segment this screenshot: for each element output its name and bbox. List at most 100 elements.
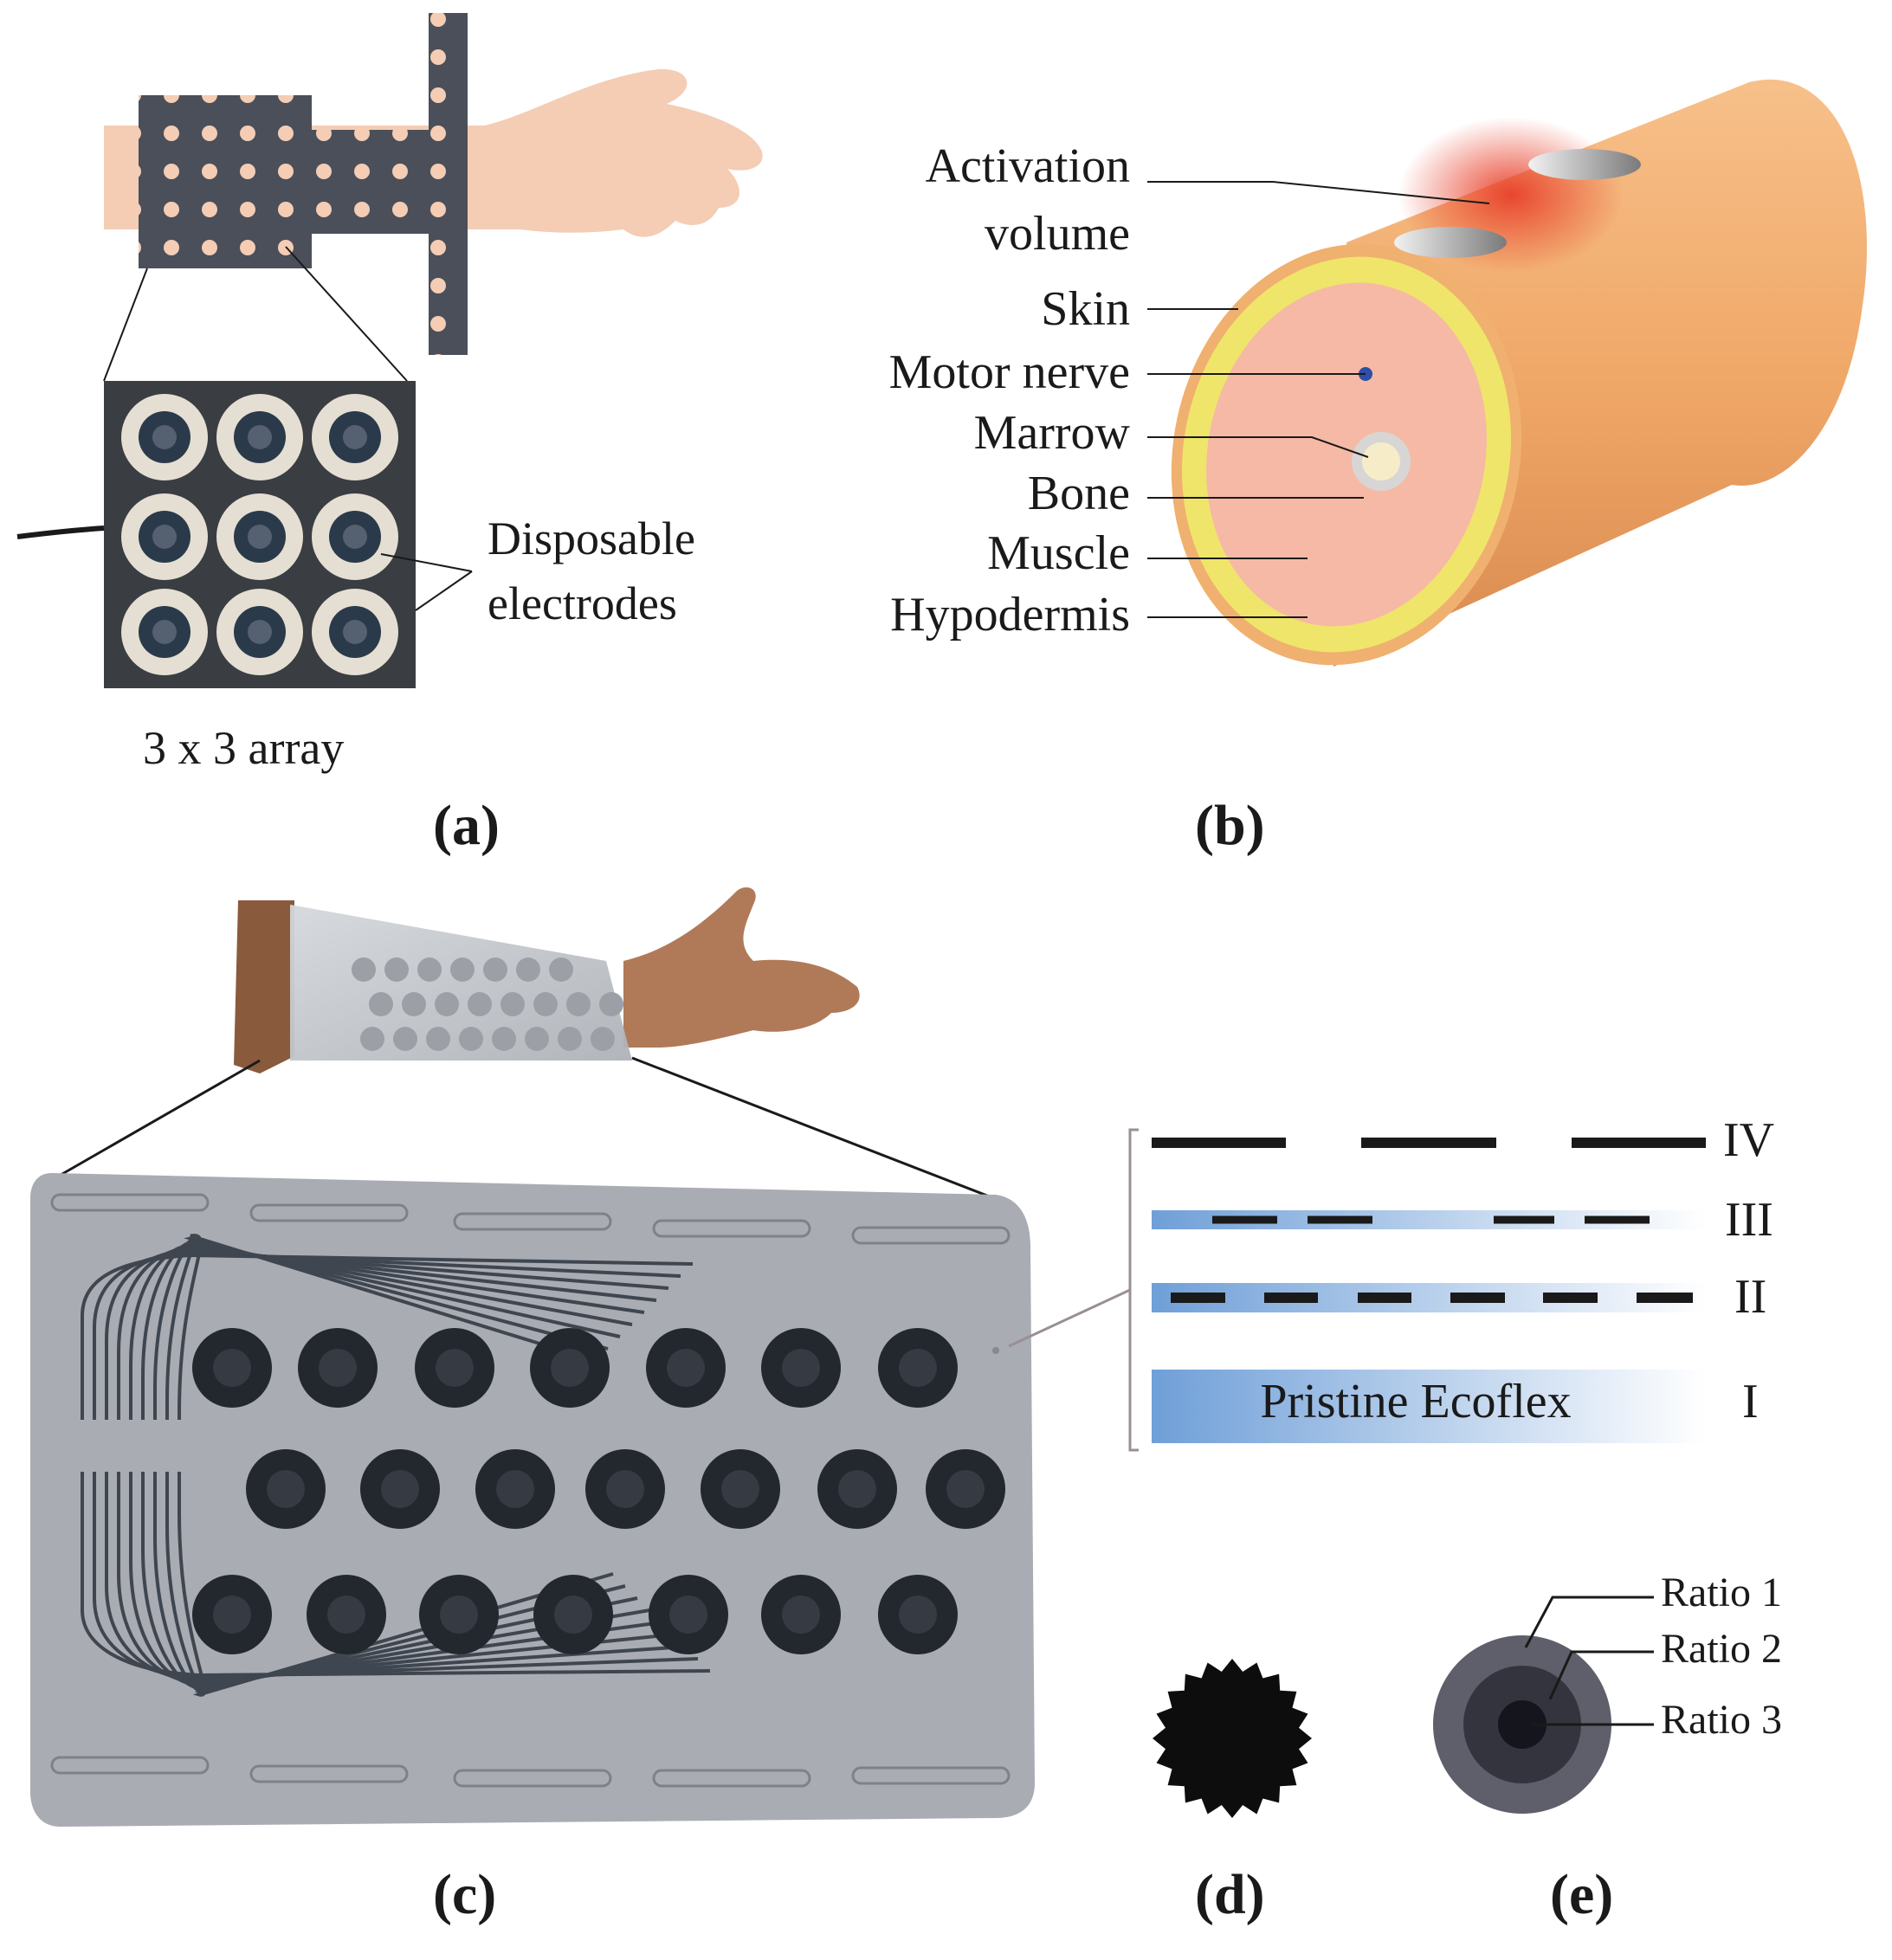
sleeve-electrode-dot: [402, 992, 426, 1016]
label-iii: III: [1725, 1193, 1773, 1247]
sleeve-electrode-dot: [450, 957, 475, 982]
sleeve-electrode-dot: [393, 1027, 417, 1051]
array-electrode: [926, 1449, 1005, 1529]
callout-electrodes: electrodes: [488, 577, 677, 629]
label-i: I: [1742, 1375, 1759, 1428]
disposable-electrode: [121, 394, 208, 480]
disposable-electrode: [312, 493, 398, 580]
array-electrode: [585, 1449, 665, 1529]
ratio-2-leader: [1548, 1650, 1654, 1700]
trace-line: [178, 1472, 614, 1697]
trace-line: [105, 1248, 669, 1420]
sleeve-electrode-dot: [492, 1027, 516, 1051]
layer-callout-line: [1008, 1288, 1131, 1348]
ratio-1-label: Ratio 1: [1661, 1570, 1782, 1615]
zoom-line-c-left: [55, 1059, 261, 1179]
ratio-3-core: [1498, 1700, 1547, 1749]
panel-d: (d): [1153, 1659, 1312, 1926]
muscle-layer: [1206, 282, 1487, 627]
border-slot: [851, 1766, 1011, 1785]
ratio-3-label: Ratio 3: [1661, 1697, 1782, 1743]
array-electrode: [646, 1328, 726, 1408]
layer-iv: IV: [1152, 1113, 1774, 1167]
sleeve-electrode-dot: [566, 992, 591, 1016]
sleeve-electrode-dot: [352, 957, 376, 982]
disposable-electrode: [121, 589, 208, 675]
panel-label-d: (d): [1195, 1863, 1265, 1926]
sleeve-electrode-dot: [533, 992, 558, 1016]
callout-line-1: [380, 553, 473, 572]
sleeve-electrode-dot: [516, 957, 540, 982]
label-activation: Activation: [926, 139, 1130, 193]
sleeve-electrode-dot: [591, 1027, 615, 1051]
sleeve-electrode-dot: [549, 957, 573, 982]
label-skin: Skin: [1041, 282, 1130, 336]
sleeve-electrode-dot: [459, 1027, 483, 1051]
border-slot: [652, 1219, 811, 1238]
array-electrode: [246, 1449, 326, 1529]
label-marrow: Marrow: [974, 406, 1131, 460]
array-electrode: [817, 1449, 897, 1529]
zoom-line-right: [285, 246, 408, 382]
electrode-hole-2: [1394, 227, 1507, 258]
border-slot: [50, 1193, 210, 1212]
trace-line: [178, 1234, 597, 1420]
panel-c: (c): [30, 887, 1035, 1926]
panel-label-e: (e): [1550, 1863, 1613, 1926]
array-electrode: [192, 1328, 272, 1408]
border-slot: [453, 1212, 612, 1231]
trace-line: [93, 1251, 681, 1420]
trace-line: [165, 1472, 626, 1694]
label-hypodermis: Hypodermis: [890, 588, 1130, 642]
array-electrode: [419, 1575, 499, 1654]
marrow: [1362, 442, 1400, 480]
array-electrode: [192, 1575, 272, 1654]
panel-label-b: (b): [1195, 794, 1265, 857]
callout-line-2: [415, 571, 473, 611]
sleeve-electrode-dot: [525, 1027, 549, 1051]
trace-line: [153, 1239, 621, 1420]
array-electrode: [530, 1328, 610, 1408]
array-electrode: [761, 1328, 841, 1408]
zoom-line-left: [103, 268, 148, 382]
sleeve-electrode-dot: [417, 957, 442, 982]
label-muscle: Muscle: [987, 526, 1130, 580]
sleeve-electrode-dot: [483, 957, 507, 982]
array-electrode: [761, 1575, 841, 1654]
array-electrode: [649, 1575, 728, 1654]
electrode-photo-3x3: [16, 381, 416, 688]
layer-iii: III: [1152, 1193, 1773, 1247]
array-electrode: [878, 1328, 958, 1408]
textured-electrode-shape: [1153, 1659, 1312, 1818]
disposable-electrode: [216, 394, 303, 480]
arm-with-sleeve: [234, 887, 860, 1073]
array-electrode: [360, 1449, 440, 1529]
sleeve-electrode-dot: [369, 992, 393, 1016]
limb-cylinder: [1171, 79, 1868, 667]
sleeve-electrode-dot: [558, 1027, 582, 1051]
sleeve-electrode-dot: [468, 992, 492, 1016]
layer-ii: II: [1152, 1270, 1766, 1324]
border-slot: [453, 1769, 612, 1788]
layer-i: Pristine Ecoflex I: [1152, 1370, 1759, 1443]
array-electrode: [298, 1328, 378, 1408]
label-ii: II: [1734, 1270, 1766, 1324]
border-slot: [652, 1769, 811, 1788]
layer-stack-diagram: IV III II Pristine Ecoflex I: [1008, 1113, 1774, 1452]
array-electrode: [415, 1328, 494, 1408]
border-slot: [249, 1764, 409, 1783]
zoom-line-c-right: [631, 1056, 997, 1201]
disposable-electrode: [312, 589, 398, 675]
panel-e: Ratio 1 Ratio 2 Ratio 3 (e): [1433, 1570, 1782, 1926]
border-slot: [249, 1203, 409, 1222]
label-volume: volume: [985, 207, 1130, 261]
array-electrode: [701, 1449, 780, 1529]
array-electrode: [533, 1575, 613, 1654]
sleeve-electrode-dot: [599, 992, 623, 1016]
array-electrode: [307, 1575, 386, 1654]
disposable-electrode: [216, 493, 303, 580]
trace-line: [81, 1253, 694, 1420]
sleeve-electrode-dot: [360, 1027, 384, 1051]
ratio-2-label: Ratio 2: [1661, 1626, 1782, 1672]
